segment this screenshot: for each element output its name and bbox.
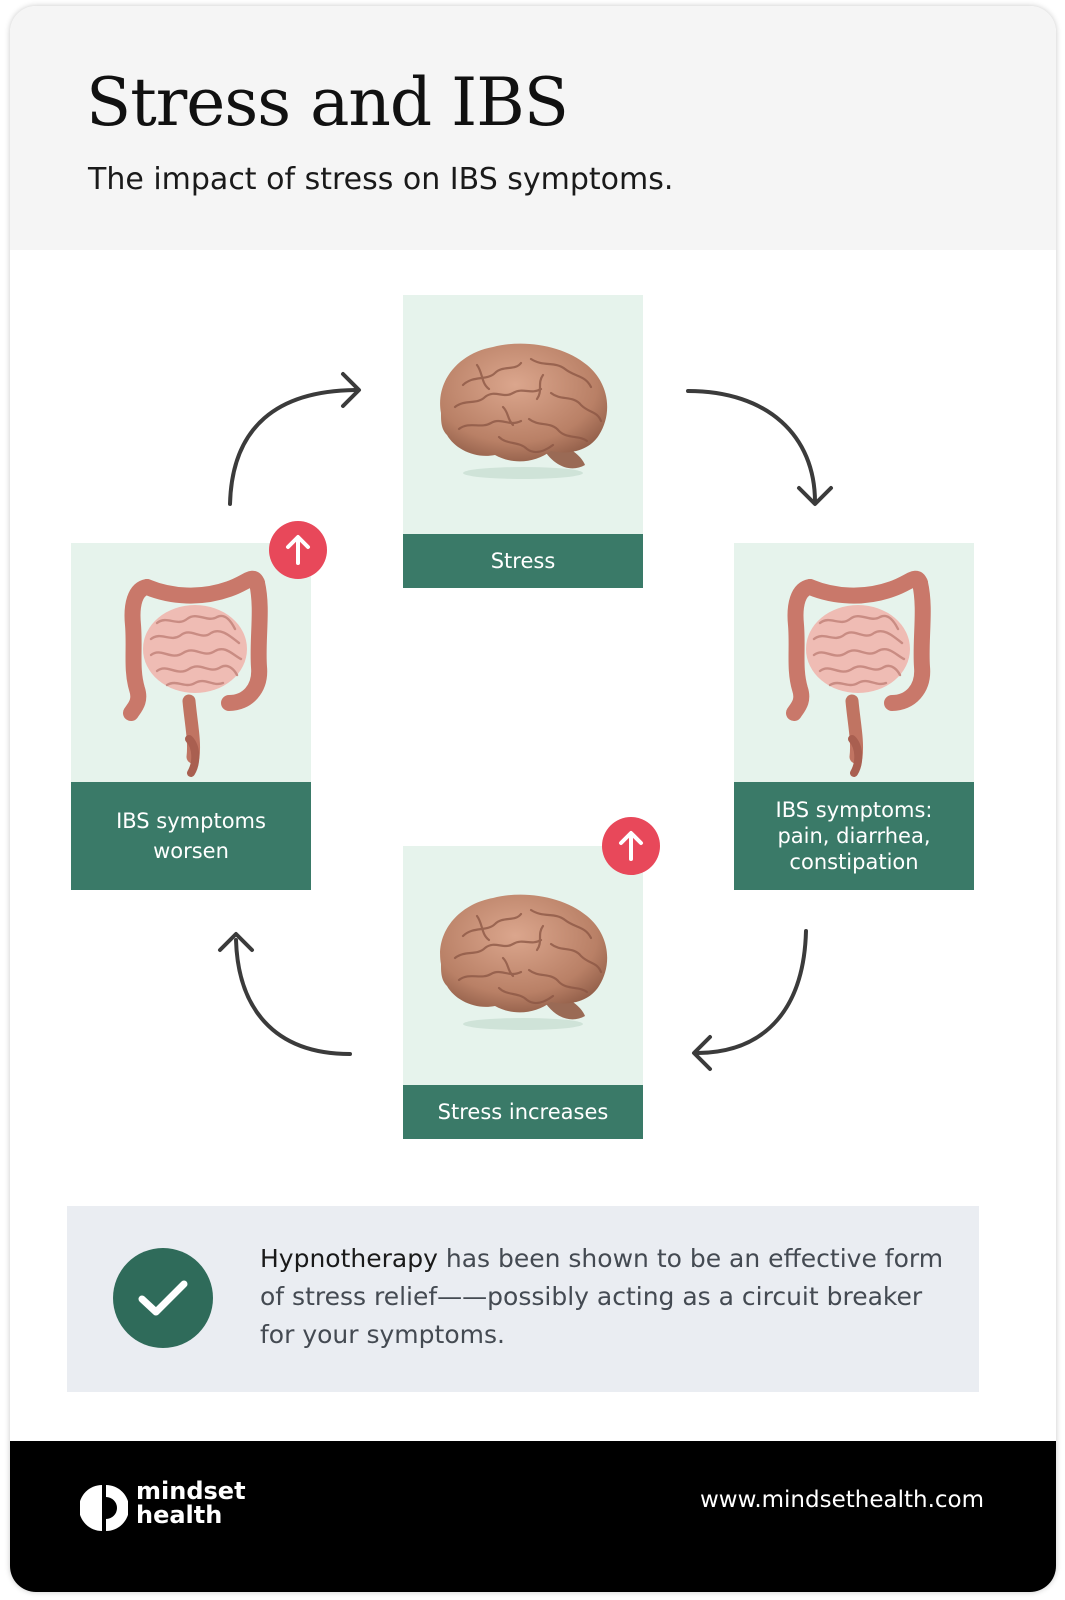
website-url[interactable]: www.mindsethealth.com <box>700 1487 984 1513</box>
arrow-bottom-left-head <box>218 932 254 952</box>
arrow-up-icon <box>286 535 310 565</box>
info-box: Hypnotherapy has been shown to be an eff… <box>67 1206 979 1392</box>
brand-wordmark: mindset health <box>136 1479 246 1527</box>
page-subtitle: The impact of stress on IBS symptoms. <box>88 162 674 197</box>
step-ibs-symptoms: IBS symptoms: pain, diarrhea, constipati… <box>734 543 974 890</box>
brain-illustration <box>440 343 608 479</box>
step-label: IBS symptoms: pain, diarrhea, constipati… <box>734 782 974 890</box>
step-label: IBS symptoms worsen <box>71 782 311 890</box>
info-highlight: Hypnotherapy <box>260 1244 438 1273</box>
increase-badge <box>269 521 327 579</box>
mindset-health-logo-icon <box>80 1485 128 1531</box>
step-label-line: constipation <box>789 850 919 874</box>
check-circle <box>113 1248 213 1348</box>
cycle-arrows <box>218 372 833 1071</box>
step-label-line: IBS symptoms: <box>775 798 933 822</box>
brand-line-1: mindset <box>136 1477 246 1505</box>
checkmark-icon <box>138 1280 188 1316</box>
intestines-illustration <box>786 570 931 777</box>
arrow-bottom-left <box>234 938 352 1056</box>
arrow-top-right <box>686 389 817 504</box>
brain-illustration <box>440 894 608 1030</box>
info-body: has been shown to be an effective form o… <box>260 1244 944 1349</box>
step-label-text: Stress increases <box>437 1100 609 1124</box>
arrow-up-icon <box>619 831 643 861</box>
footer: mindset health www.mindsethealth.com <box>10 1441 1056 1592</box>
arrow-top-right-head <box>797 486 833 506</box>
arrow-top-left-head <box>341 372 361 408</box>
step-label-text: Stress <box>490 549 556 573</box>
step-ibs-worsen: IBS symptoms worsen <box>71 543 311 890</box>
step-label-line: IBS symptoms <box>116 809 266 833</box>
brand-line-2: health <box>136 1501 223 1529</box>
step-stress-increases: Stress increases <box>403 846 643 1139</box>
brand-logo: mindset health <box>80 1479 250 1539</box>
intestines-illustration <box>123 570 268 777</box>
step-label-line: pain, diarrhea, <box>777 824 931 848</box>
arrow-bottom-right <box>696 929 808 1055</box>
step-label: Stress increases <box>403 1085 643 1139</box>
infographic-card: Stress and IBS The impact of stress on I… <box>10 6 1056 1592</box>
step-label-line: worsen <box>153 839 229 863</box>
info-text: Hypnotherapy has been shown to be an eff… <box>260 1240 950 1354</box>
arrow-bottom-right-head <box>692 1035 712 1071</box>
arrow-top-left <box>228 388 357 506</box>
page-title: Stress and IBS <box>86 64 569 141</box>
step-stress: Stress <box>403 295 643 588</box>
increase-badge <box>602 817 660 875</box>
step-label: Stress <box>403 534 643 588</box>
header: Stress and IBS The impact of stress on I… <box>10 6 1056 250</box>
